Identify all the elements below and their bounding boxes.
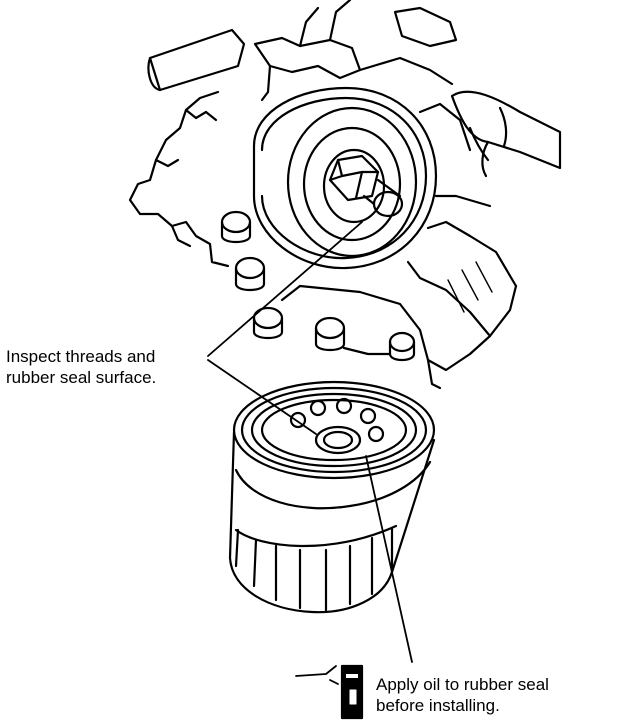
inspect-callout: Inspect threads and rubber seal surface.	[6, 346, 156, 388]
oil-filter-drawing-icon	[228, 380, 436, 614]
leader-lines	[207, 221, 413, 663]
inspect-callout-line1: Inspect threads and	[6, 347, 156, 366]
oil-can-icon	[295, 664, 364, 720]
apply-oil-callout: Apply oil to rubber seal before installi…	[376, 674, 549, 716]
engine-block-drawing-icon	[128, 0, 562, 390]
apply-oil-callout-line2: before installing.	[376, 696, 500, 715]
apply-oil-callout-line1: Apply oil to rubber seal	[376, 675, 549, 694]
inspect-callout-line2: rubber seal surface.	[6, 368, 157, 387]
